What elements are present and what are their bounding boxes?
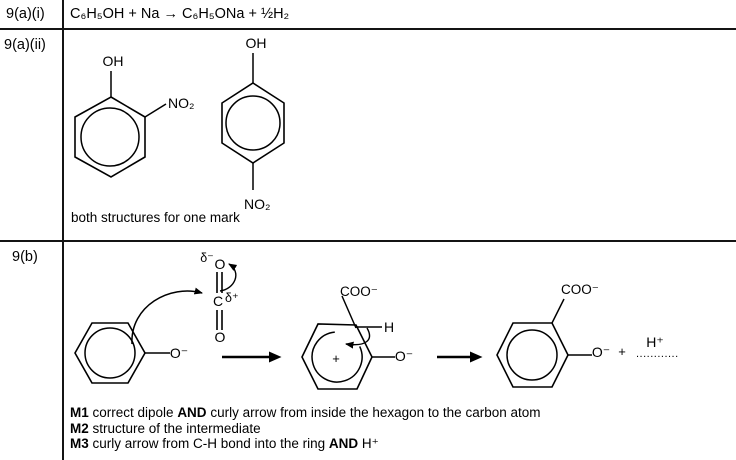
mark-m3: M3 curly arrow from C-H bond into the ri…: [70, 436, 540, 452]
proton-label: H⁺: [646, 334, 664, 350]
oxide-label: O⁻: [170, 345, 188, 361]
mark-m3-and: AND: [328, 436, 359, 452]
mark-m2: M2 structure of the intermediate: [70, 421, 540, 437]
mark-m1-label: M1: [70, 405, 89, 420]
positive-charge-label: +: [332, 351, 340, 366]
benzene-hexagon: [221, 82, 285, 164]
oxide-label: O⁻: [395, 348, 413, 364]
plus-sign: +: [618, 344, 626, 359]
mark-m1-text1: correct dipole: [88, 405, 178, 420]
nitro-label: NO₂: [168, 95, 194, 111]
curly-arrow-ring-to-carbon: [131, 287, 203, 345]
hydroxyl-label: OH: [103, 53, 124, 69]
carbon-label: C: [213, 293, 223, 309]
benzene-circle: [84, 327, 136, 379]
carboxylate-label: COO⁻: [340, 284, 378, 299]
co2-molecule: δ⁻ O C δ⁺ O: [200, 251, 238, 345]
delta-plus-label: δ⁺: [225, 291, 239, 305]
row-label-9b: 9(b): [12, 249, 38, 265]
benzene-circle: [506, 329, 558, 381]
hydroxyl-label: OH: [246, 35, 267, 51]
oxygen-top-label: O: [215, 256, 226, 272]
marking-points: M1 correct dipole AND curly arrow from i…: [70, 405, 540, 452]
caption-both-structures: both structures for one mark: [71, 210, 240, 225]
phenoxide-structure: O⁻: [74, 287, 203, 384]
curly-arrow-pi-to-oxygen: [219, 263, 238, 292]
equation-9ai: C₆H₅OH + Na → C₆H₅ONa + ½H₂: [70, 6, 290, 22]
mark-m3-text2: H⁺: [358, 436, 379, 452]
row-label-9ai: 9(a)(i): [6, 6, 45, 22]
bond-coo: [341, 295, 357, 329]
bond-coo: [551, 298, 565, 324]
product-structure: COO⁻ O⁻ + H⁺ ............: [496, 282, 679, 388]
table-row-divider-1: [0, 28, 736, 30]
partial-delocalisation-arc: [311, 331, 363, 383]
hydrogen-label: H: [384, 319, 394, 335]
table-row-divider-2: [0, 240, 736, 242]
mark-m2-text1: structure of the intermediate: [88, 420, 261, 436]
bond-no2: [144, 103, 167, 118]
table-column-divider: [62, 0, 64, 460]
benzene-circle: [225, 95, 281, 151]
structure-2-nitrophenol: OH NO₂: [74, 53, 194, 178]
mark-m1-text2: curly arrow from inside the hexagon to t…: [206, 405, 541, 420]
benzene-hexagon: [74, 96, 146, 178]
carboxylate-label: COO⁻: [561, 282, 599, 297]
mark-m1-and: AND: [177, 405, 207, 420]
oxygen-bottom-label: O: [215, 329, 226, 345]
mark-m3-label: M3: [70, 436, 89, 452]
curly-arrow-ch-to-ring: [345, 327, 371, 349]
delta-minus-label: δ⁻: [200, 251, 214, 265]
answer-dots: ............: [636, 348, 679, 360]
benzene-circle: [80, 107, 140, 167]
intermediate-structure: + COO⁻ H O⁻: [301, 284, 413, 390]
mark-m3-text1: curly arrow from C-H bond into the ring: [88, 436, 329, 452]
structure-4-nitrophenol: OH NO₂: [221, 35, 285, 212]
oxide-label: O⁻: [592, 344, 610, 360]
mark-m1: M1 correct dipole AND curly arrow from i…: [70, 405, 540, 421]
row-label-9aii: 9(a)(ii): [4, 37, 46, 53]
mark-m2-label: M2: [70, 420, 89, 436]
nitro-label: NO₂: [244, 196, 270, 212]
